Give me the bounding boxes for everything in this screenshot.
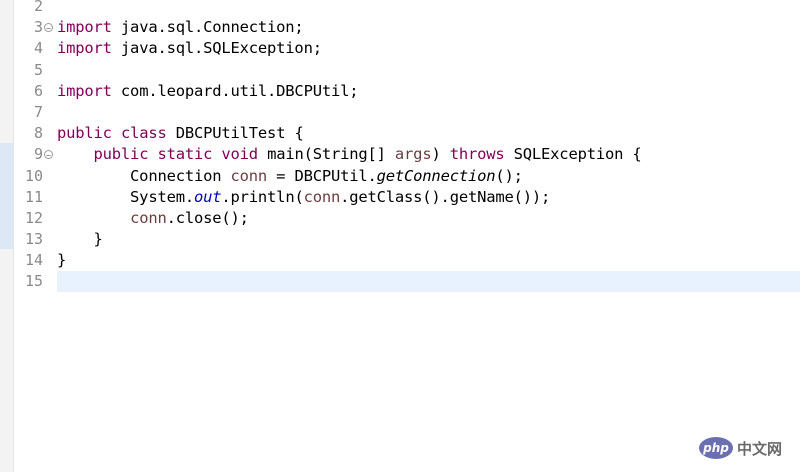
current-line-highlight [57, 271, 800, 292]
line-number: 7 [33, 102, 43, 121]
code-token: public [93, 145, 149, 164]
code-text[interactable]: import com.leopard.util.DBCPUtil; [57, 81, 359, 102]
code-token [57, 145, 94, 163]
line-number: 5 [33, 60, 43, 79]
code-token: SQLException { [504, 145, 642, 164]
method-range-marker [0, 143, 13, 249]
line-number: 13 [24, 230, 43, 249]
line-number: 6 [33, 81, 43, 100]
code-text[interactable]: import java.sql.Connection; [57, 17, 304, 38]
code-line[interactable]: 13 } [0, 229, 800, 250]
code-line[interactable]: 7 [0, 102, 800, 123]
editor-ruler [0, 0, 14, 472]
code-line[interactable]: 15 [0, 271, 800, 292]
code-token: out [193, 187, 222, 206]
code-line[interactable]: 3−import java.sql.Connection; [0, 17, 800, 38]
code-token: import [57, 18, 112, 37]
line-number: 14 [24, 251, 43, 270]
code-line[interactable]: 8 public class DBCPUtilTest { [0, 123, 800, 144]
line-number: 9 [33, 145, 43, 164]
php-logo: php [698, 437, 733, 459]
code-token [57, 209, 130, 227]
code-text[interactable]: conn.close(); [57, 208, 249, 229]
code-line[interactable]: 5 [0, 60, 800, 81]
code-token: } [57, 230, 103, 249]
code-token: args [394, 145, 432, 164]
code-token: public [57, 124, 112, 143]
line-number: 4 [33, 39, 43, 58]
code-line[interactable]: 11 System.out.println(conn.getClass().ge… [0, 187, 800, 208]
line-number: 3 [33, 18, 43, 37]
code-token: throws [449, 145, 505, 164]
line-number: 2 [33, 0, 43, 15]
code-token: ) [431, 145, 450, 164]
code-token: (); [495, 166, 523, 185]
line-number-gutter [14, 0, 56, 472]
code-line[interactable]: 2 [0, 0, 800, 17]
code-line[interactable]: 9− public static void main(String[] args… [0, 144, 800, 165]
code-token: import [57, 39, 112, 58]
code-text[interactable]: public static void main(String[] args) t… [57, 144, 642, 165]
code-token: .getClass().getName()); [340, 187, 551, 206]
code-text[interactable]: System.out.println(conn.getClass().getNa… [57, 187, 550, 208]
code-token: } [57, 251, 67, 270]
line-number: 12 [24, 208, 43, 227]
code-line[interactable]: 10 Connection conn = DBCPUtil.getConnect… [0, 166, 800, 187]
line-number: 11 [24, 187, 43, 206]
code-token: import [57, 81, 112, 100]
code-token: java.sql.Connection; [111, 18, 304, 37]
code-text[interactable]: public class DBCPUtilTest { [57, 123, 304, 144]
line-number: 15 [24, 272, 43, 291]
code-token: main(String[] [257, 145, 395, 164]
code-token: class [120, 124, 167, 143]
code-token: DBCPUtilTest { [166, 124, 304, 143]
line-number: 8 [33, 124, 43, 143]
watermark-site-text: 中文网 [736, 439, 782, 458]
code-token: com.leopard.util.DBCPUtil; [111, 81, 359, 100]
code-token: java.sql.SQLException; [111, 39, 322, 58]
watermark: php 中文网 [698, 436, 782, 460]
code-token: static [157, 145, 213, 164]
code-text[interactable]: } [57, 250, 66, 271]
code-token [112, 124, 121, 142]
code-token: conn [303, 187, 341, 206]
code-text[interactable]: import java.sql.SQLException; [57, 38, 322, 59]
code-token: .println( [221, 187, 304, 206]
code-token: void [221, 145, 258, 164]
fold-toggle-icon[interactable]: − [44, 23, 53, 33]
code-line[interactable]: 12 conn.close(); [0, 208, 800, 229]
code-token: Connection [57, 166, 231, 185]
fold-toggle-icon[interactable]: − [44, 150, 53, 160]
line-number: 10 [24, 166, 43, 185]
code-token: .close(); [166, 208, 249, 227]
code-line[interactable]: 14} [0, 250, 800, 271]
code-token: = DBCPUtil. [267, 166, 377, 185]
code-token: getConnection [376, 166, 496, 185]
code-text[interactable]: } [57, 229, 103, 250]
code-text[interactable]: Connection conn = DBCPUtil.getConnection… [57, 166, 523, 187]
code-token: conn [130, 208, 167, 227]
code-line[interactable]: 4 import java.sql.SQLException; [0, 38, 800, 59]
code-token: System. [57, 187, 194, 206]
code-token: conn [230, 166, 268, 185]
code-line[interactable]: 6 import com.leopard.util.DBCPUtil; [0, 81, 800, 102]
